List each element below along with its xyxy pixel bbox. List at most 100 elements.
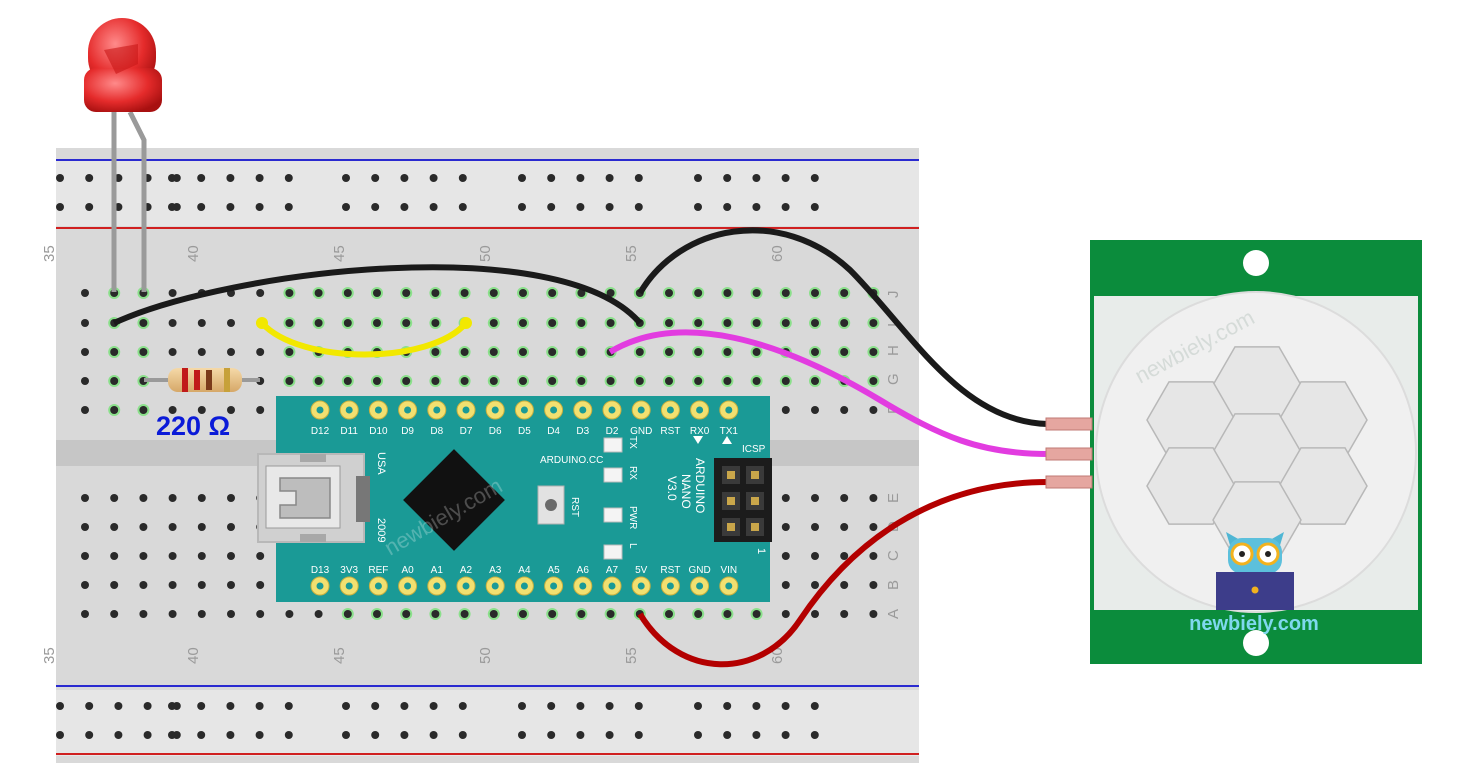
terminal-hole (373, 610, 381, 618)
rail-hole (429, 174, 438, 182)
row-label: G (885, 373, 902, 385)
rail-hole (400, 203, 409, 211)
terminal-hole (606, 289, 615, 297)
rail-hole (371, 203, 380, 211)
terminal-hole (781, 494, 790, 502)
terminal-hole (840, 406, 849, 414)
terminal-hole (723, 289, 732, 297)
icsp-pin1-label: 1 (755, 548, 767, 554)
rail-hole (255, 203, 264, 211)
arduino-bottom-pin-label: A5 (547, 565, 560, 576)
terminal-hole (781, 610, 790, 618)
rail-hole (255, 731, 264, 739)
terminal-hole (431, 610, 440, 618)
rail-hole (605, 174, 614, 182)
rail-hole (342, 203, 350, 211)
terminal-hole (811, 289, 819, 297)
sensor-pin-vcc (1045, 475, 1093, 489)
rail-hole (605, 702, 614, 710)
column-label-top: 60 (769, 245, 786, 262)
arduino-pin-hole (404, 406, 412, 414)
rail-hole (810, 203, 819, 211)
terminal-hole (519, 319, 527, 327)
arduino-pin-hole (579, 406, 587, 414)
rail-hole (168, 702, 176, 710)
terminal-hole (227, 552, 235, 560)
terminal-hole (519, 377, 527, 385)
arduino-top-pin-label: D7 (460, 426, 473, 437)
arduino-bottom-pin-pads (310, 576, 739, 596)
terminal-hole (460, 377, 469, 385)
rail-hole (518, 203, 526, 211)
terminal-hole (197, 319, 206, 327)
row-label: J (885, 291, 902, 299)
terminal-hole (840, 552, 849, 560)
arduino-pin-hole (550, 406, 558, 414)
terminal-hole (197, 523, 206, 531)
arduino-pin-hole (404, 582, 412, 590)
model-line-3: V3.0 (665, 476, 679, 501)
pir-mount-hole-top (1243, 250, 1269, 276)
reset-button[interactable] (545, 499, 557, 511)
terminal-hole (81, 494, 89, 502)
terminal-hole (840, 348, 849, 356)
breadboard-holes (56, 174, 880, 739)
rail-hole (810, 702, 819, 710)
arduino-bottom-pin-label: GND (688, 565, 710, 576)
terminal-hole (752, 289, 761, 297)
terminal-hole (635, 348, 644, 356)
sensor-pin-out (1045, 447, 1093, 461)
terminal-hole (869, 523, 878, 531)
terminal-hole (519, 348, 527, 356)
rail-hole (143, 731, 152, 739)
arduino-bottom-pin-label: A6 (577, 565, 590, 576)
row-label: A (885, 609, 902, 619)
arduino-top-pin-label: D4 (547, 426, 560, 437)
terminal-hole (694, 377, 703, 385)
rail-hole (56, 702, 64, 710)
rail-hole (723, 731, 732, 739)
terminal-hole (431, 348, 440, 356)
arduino-top-pin-label: D12 (311, 426, 330, 437)
rail-hole (56, 203, 64, 211)
terminal-hole (840, 523, 849, 531)
terminal-hole (548, 289, 557, 297)
column-label-top: 50 (477, 245, 494, 262)
rail-hole (694, 174, 702, 182)
terminal-hole (694, 610, 703, 618)
fresnel-lens-cells (1146, 346, 1368, 559)
status-led (603, 437, 623, 453)
rail-hole (85, 174, 94, 182)
terminal-hole (840, 581, 849, 589)
arduino-pin-hole (433, 406, 441, 414)
terminal-hole (869, 348, 878, 356)
terminal-hole (197, 494, 206, 502)
terminal-hole (781, 552, 790, 560)
terminal-hole (577, 289, 586, 297)
terminal-hole (781, 581, 790, 589)
terminal-hole (665, 348, 673, 356)
terminal-hole (606, 610, 615, 618)
usb-port-shape (279, 477, 331, 519)
rail-hole (85, 203, 94, 211)
rail-hole (429, 203, 438, 211)
rail-hole (226, 203, 235, 211)
terminal-hole (373, 289, 381, 297)
arduino-bottom-pin-label: A0 (401, 565, 414, 576)
terminal-hole (343, 319, 352, 327)
arduino-pin-hole (637, 406, 645, 414)
led-leg-anode (127, 110, 147, 292)
arduino-pin-hole (374, 406, 382, 414)
resistor-body (168, 368, 242, 392)
rail-hole (342, 731, 350, 739)
rail-hole (723, 203, 732, 211)
rail-hole (197, 731, 206, 739)
rail-hole (752, 702, 761, 710)
status-led-label: L (627, 543, 638, 549)
arduino-brand-label: ARDUINO.CC (540, 455, 603, 466)
terminal-hole (752, 319, 761, 327)
terminal-hole (81, 552, 89, 560)
